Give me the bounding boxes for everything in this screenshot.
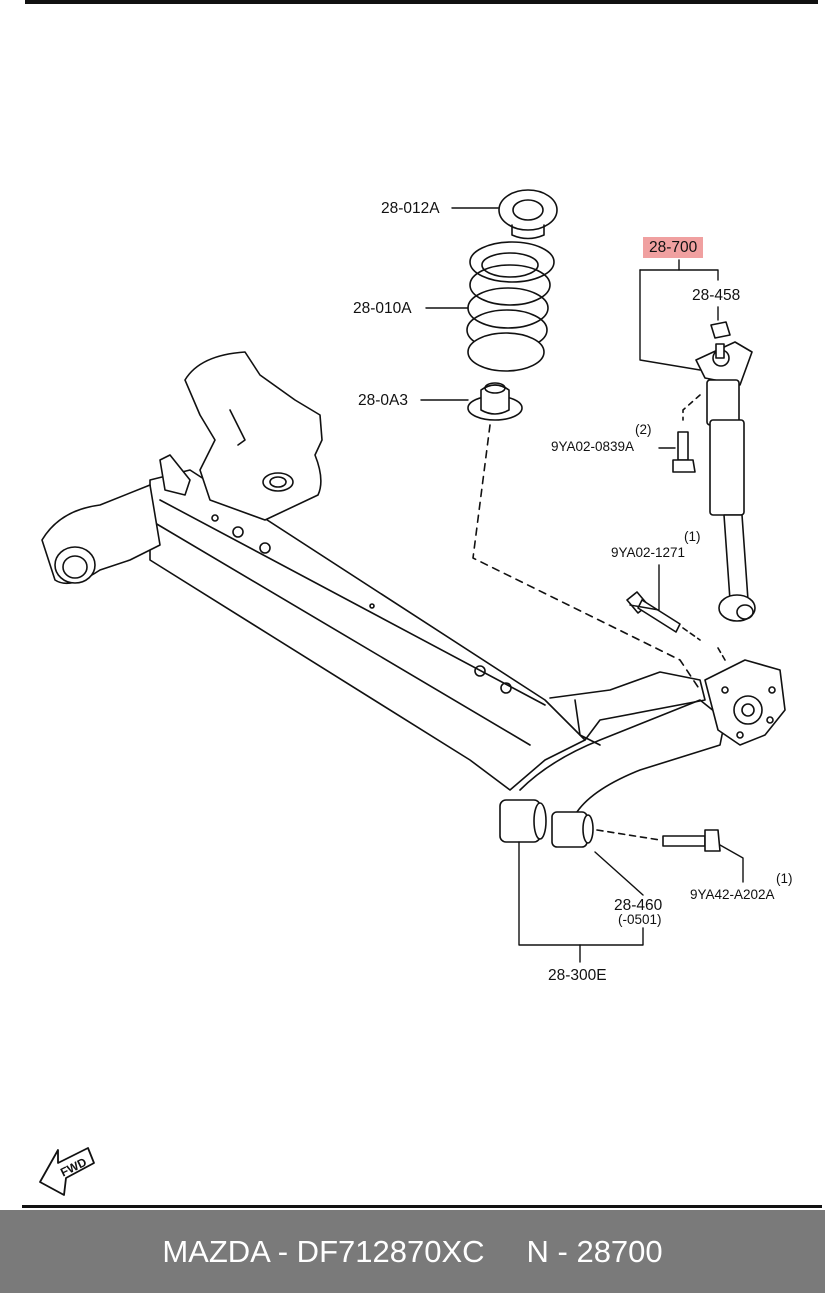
- coil-spring: [466, 241, 555, 372]
- callout-lower-bolt: 9YA02-1271: [611, 545, 686, 560]
- callout-axle-bolt: 9YA42-A202A: [690, 887, 775, 902]
- lower-spring-seat: [467, 382, 523, 421]
- callout-bushing: 28-460: [614, 897, 663, 914]
- footer-brand-part: MAZDA - DF712870XC: [162, 1233, 485, 1269]
- footer-ref: N - 28700: [526, 1233, 663, 1269]
- footer-bar: MAZDA - DF712870XC N - 28700: [0, 1210, 825, 1293]
- fwd-arrow-icon: [39, 1147, 95, 1196]
- callout-coil-spring: 28-010A: [353, 300, 412, 317]
- shock-dashline: [682, 394, 701, 421]
- callout-lower-spring-seat: 28-0A3: [358, 392, 408, 409]
- callout-nut: 28-458: [692, 287, 741, 304]
- spring-seat-dashline: [472, 424, 701, 691]
- callout-upper-spring-seat: 28-012A: [381, 200, 440, 217]
- shock-absorber: [695, 341, 756, 622]
- callout-upper-bolt: 9YA02-0839A: [551, 439, 635, 454]
- axle-bushing: [499, 799, 594, 848]
- upper-spring-seat: [498, 189, 558, 240]
- callout-axle-assembly: 28-300E: [548, 967, 607, 984]
- callout-axle-bolt-qty: (1): [776, 871, 793, 886]
- bottom-border: [22, 1205, 822, 1208]
- callout-bushing-note: (-0501): [618, 912, 662, 927]
- leader-lines: [420, 207, 744, 963]
- lower-bolt: [626, 591, 681, 633]
- axle-bolt-dashline: [596, 829, 661, 841]
- callout-upper-bolt-qty: (2): [635, 422, 652, 437]
- upper-bolt: [672, 431, 696, 473]
- callout-shock-absorber: 28-700: [643, 237, 704, 258]
- rear-axle-beam: [41, 351, 786, 816]
- top-border: [25, 0, 818, 4]
- exploded-diagram: FWD: [39, 189, 786, 1196]
- nut-icon: [710, 321, 731, 339]
- axle-bolt: [662, 829, 721, 852]
- callout-lower-bolt-qty: (1): [684, 529, 701, 544]
